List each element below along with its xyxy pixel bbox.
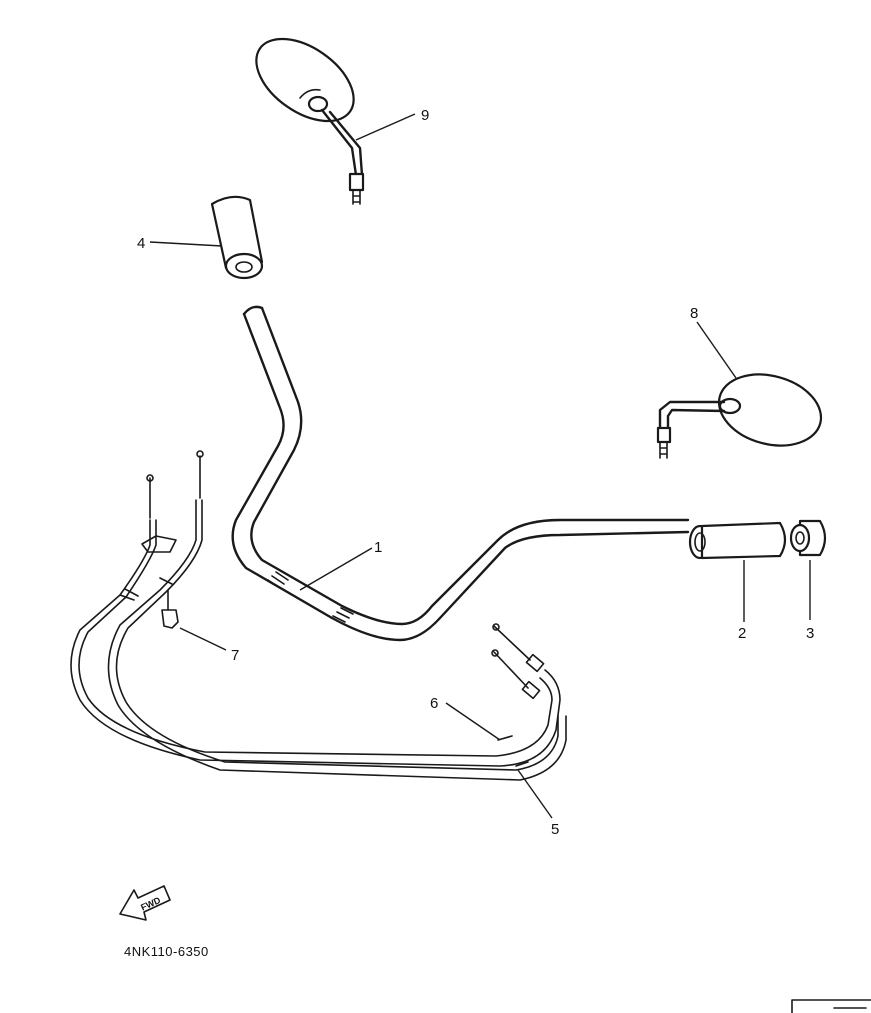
mirror-left xyxy=(255,37,365,205)
callout-1: 1 xyxy=(374,539,382,556)
grip-right xyxy=(688,521,787,560)
callout-4: 4 xyxy=(137,235,145,252)
throttle-cables xyxy=(70,450,567,781)
diagram-code: 4NK110-6350 xyxy=(124,944,209,959)
callout-5: 5 xyxy=(551,821,559,838)
grip-left xyxy=(210,195,264,280)
leader-lines xyxy=(149,113,811,819)
mirror-right xyxy=(656,373,823,459)
callout-9: 9 xyxy=(421,107,429,124)
screw xyxy=(161,589,179,629)
callout-7: 7 xyxy=(231,647,239,664)
fwd-arrow-icon: FWD xyxy=(119,885,171,921)
corner-frame xyxy=(791,999,871,1013)
callout-3: 3 xyxy=(806,625,814,642)
callout-8: 8 xyxy=(690,305,698,322)
callout-6: 6 xyxy=(430,695,438,712)
fwd-label: FWD xyxy=(139,895,162,913)
handlebar xyxy=(231,305,690,642)
callout-2: 2 xyxy=(738,625,746,642)
bar-end xyxy=(789,519,827,557)
